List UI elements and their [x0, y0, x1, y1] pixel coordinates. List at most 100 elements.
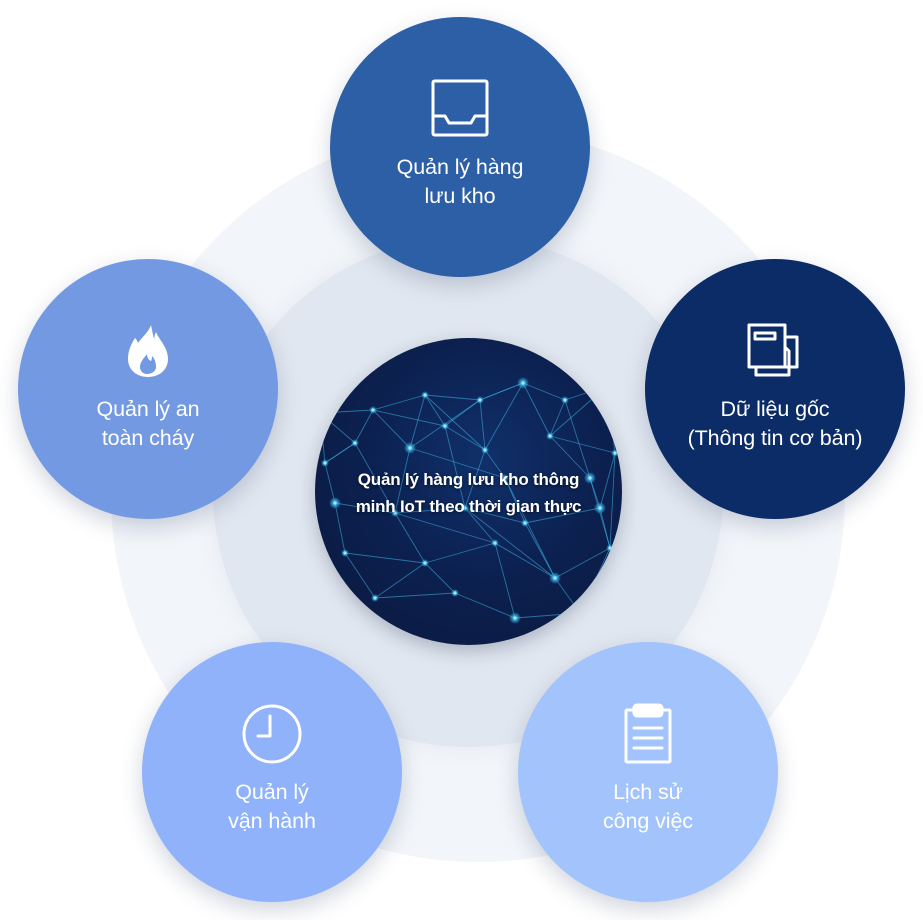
mesh-line: [372, 409, 411, 449]
mesh-line: [394, 512, 496, 544]
mesh-node: [578, 611, 582, 615]
mesh-line: [564, 399, 591, 479]
mesh-line: [479, 399, 486, 451]
mesh-node: [605, 384, 609, 388]
mesh-line: [394, 507, 466, 514]
node-fire-safety-management[interactable]: Quản lý an toàn cháy: [18, 259, 278, 519]
mesh-line: [424, 394, 481, 401]
network-mesh-image: [315, 377, 619, 624]
mesh-line: [409, 447, 506, 479]
mesh-line: [394, 512, 426, 564]
node-work-history[interactable]: Lịch sử công việc: [518, 642, 778, 902]
mesh-line: [549, 435, 616, 454]
mesh-line: [554, 547, 611, 579]
mesh-line: [464, 449, 486, 509]
mesh-line: [324, 442, 356, 464]
mesh-line: [372, 394, 426, 411]
mesh-node: [373, 596, 377, 600]
mesh-line: [409, 394, 426, 449]
mesh-line: [324, 462, 336, 504]
mesh-line: [554, 577, 581, 614]
mesh-node: [478, 398, 482, 402]
clipboard-icon: [618, 703, 678, 764]
mesh-node: [423, 561, 427, 565]
mesh-node: [371, 408, 375, 412]
mesh-line: [514, 612, 581, 619]
mesh-node: [453, 591, 457, 595]
mesh-node: [333, 501, 337, 505]
mesh-line: [504, 477, 556, 579]
inbox-tray-icon: [430, 79, 490, 139]
mesh-line: [609, 452, 616, 549]
mesh-node: [353, 441, 357, 445]
mesh-line: [444, 425, 486, 451]
mesh-node: [323, 461, 327, 465]
node-label: Quản lý hàng lưu kho: [396, 155, 524, 208]
mesh-node: [553, 576, 557, 580]
mesh-line: [344, 552, 376, 599]
mesh-node: [503, 476, 507, 480]
mesh-line: [606, 385, 616, 454]
mesh-node: [343, 551, 347, 555]
mesh-line: [319, 412, 326, 464]
node-operations-management[interactable]: Quản lý vận hành: [142, 642, 402, 902]
mesh-node: [408, 446, 412, 450]
mesh-line: [424, 542, 496, 564]
mesh-line: [464, 507, 526, 524]
mesh-node: [563, 398, 567, 402]
mesh-line: [484, 382, 524, 451]
mesh-line: [494, 542, 516, 619]
mesh-node: [393, 511, 397, 515]
mesh-node: [513, 616, 517, 620]
node-label: Quản lý an toàn cháy: [96, 397, 200, 450]
mesh-line: [424, 394, 446, 427]
mesh-node: [423, 393, 427, 397]
mesh-line: [564, 385, 608, 401]
mesh-line: [374, 562, 426, 599]
mesh-line: [464, 507, 496, 544]
node-label: Quản lý vận hành: [228, 780, 316, 833]
mesh-node: [598, 506, 602, 510]
center-hub: Quản lý hàng lưu kho thông minh IoT theo…: [315, 338, 622, 645]
mesh-node: [608, 546, 612, 550]
mesh-node: [588, 476, 592, 480]
mesh-line: [484, 449, 506, 479]
mesh-line: [494, 542, 556, 579]
mesh-node: [318, 411, 322, 415]
mesh-node: [521, 381, 525, 385]
mesh-node: [548, 434, 552, 438]
mesh-line: [424, 394, 486, 451]
mesh-line: [522, 382, 566, 401]
mesh-line: [464, 507, 556, 579]
node-label: Dữ liệu gốc (Thông tin cơ bản): [687, 397, 863, 450]
mesh-node: [463, 506, 467, 510]
mesh-line: [334, 502, 346, 554]
mesh-line: [424, 562, 456, 594]
mesh-node: [613, 451, 617, 455]
mesh-node: [483, 448, 487, 452]
mesh-node: [493, 541, 497, 545]
center-title: Quản lý hàng lưu kho thông minh IoT theo…: [355, 470, 582, 516]
mesh-line: [334, 502, 396, 514]
mesh-line: [479, 382, 524, 401]
mesh-line: [454, 592, 516, 619]
fire-icon: [118, 321, 178, 381]
mesh-line: [319, 412, 356, 444]
mesh-line: [372, 409, 446, 427]
mesh-line: [344, 552, 426, 564]
clock-icon: [242, 704, 302, 764]
node-label: Lịch sử công việc: [603, 780, 693, 833]
mesh-line: [394, 447, 411, 514]
mesh-node: [523, 521, 527, 525]
mesh-line: [354, 442, 396, 514]
mesh-line: [524, 507, 601, 524]
mesh-line: [549, 435, 591, 479]
mesh-line: [444, 425, 466, 509]
mesh-line: [579, 547, 611, 614]
node-inventory-management[interactable]: Quản lý hàng lưu kho: [330, 17, 590, 277]
mesh-line: [319, 409, 374, 414]
mesh-line: [549, 385, 608, 437]
node-master-data[interactable]: Dữ liệu gốc (Thông tin cơ bản): [645, 259, 905, 519]
mesh-node: [443, 424, 447, 428]
mesh-line: [522, 382, 551, 437]
